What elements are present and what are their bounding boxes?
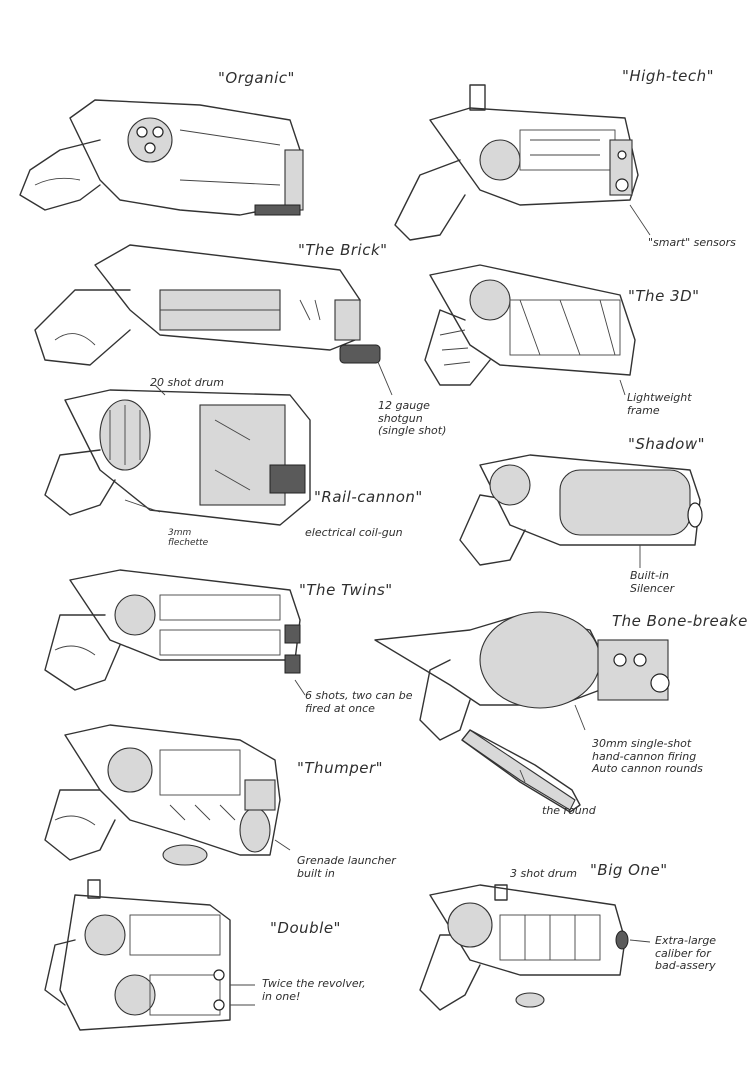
label-twins-note: 6 shots, two can be fired at once (305, 689, 413, 715)
label-bone-breaker-note: 30mm single-shot hand-cannon firing Auto… (592, 737, 703, 776)
label-built-in-silencer: Built-in Silencer (630, 569, 675, 595)
label-the-brick: "The Brick" (298, 241, 388, 259)
label-3-shot-drum: 3 shot drum (510, 867, 577, 880)
bone-breaker-sketch (374, 611, 670, 741)
the-brick-sketch (34, 244, 393, 396)
label-shotgun-note: 12 gauge shotgun (single shot) (378, 399, 447, 438)
label-coil-gun: electrical coil-gun (305, 526, 403, 539)
label-extra-large-caliber: Extra-large caliber for bad-assery (655, 934, 717, 973)
label-big-one: "Big One" (590, 861, 668, 879)
label-shadow: "Shadow" (628, 435, 705, 453)
label-twice-revolver: Twice the revolver, in one! (262, 977, 366, 1003)
label-double: "Double" (270, 919, 341, 937)
label-organic: "Organic" (218, 69, 295, 87)
label-bone-breaker: The Bone-breaker (612, 612, 748, 630)
shadow-sketch (459, 454, 703, 568)
thumper-sketch (44, 724, 291, 866)
rail-cannon-sketch (44, 384, 311, 526)
label-grenade-launcher: Grenade launcher built in (297, 854, 396, 880)
organic-revolver-sketch (19, 99, 304, 216)
label-the-twins: "The Twins" (299, 581, 393, 599)
label-thumper: "Thumper" (297, 759, 384, 777)
autocannon-round-sketch (461, 729, 581, 813)
label-the-3d: "The 3D" (628, 287, 700, 305)
label-high-tech: "High-tech" (622, 67, 715, 85)
label-smart-sensors: "smart" sensors (648, 236, 736, 249)
high-tech-revolver-sketch (394, 84, 651, 241)
label-lightweight-frame: Lightweight frame (627, 391, 692, 417)
the-twins-sketch (44, 569, 306, 696)
label-the-round: the round (542, 804, 596, 817)
the-3d-sketch (424, 264, 636, 396)
label-flechette: 3mm flechette (168, 528, 209, 549)
double-sketch (44, 879, 255, 1031)
label-rail-cannon: "Rail-cannon" (314, 488, 423, 506)
label-20-shot-drum: 20 shot drum (150, 376, 224, 389)
big-one-sketch (419, 884, 651, 1011)
